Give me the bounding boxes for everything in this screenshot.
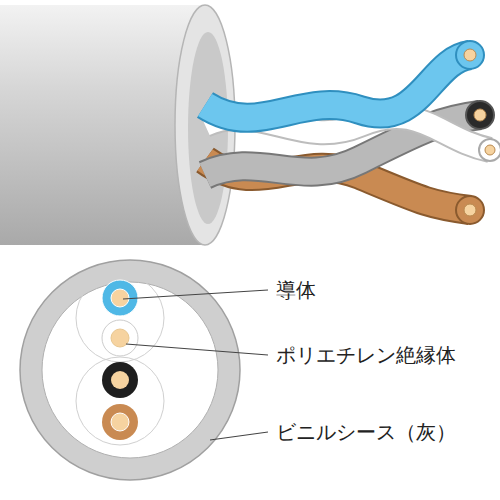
twisted-wires — [205, 55, 490, 210]
part-label: ビニルシース（灰） — [276, 419, 456, 445]
wire-ends — [456, 41, 500, 224]
cross-section — [20, 260, 240, 480]
leader-lines — [123, 290, 268, 440]
part-label: ポリエチレン絶縁体 — [276, 342, 456, 368]
part-label: 導体 — [276, 277, 316, 303]
